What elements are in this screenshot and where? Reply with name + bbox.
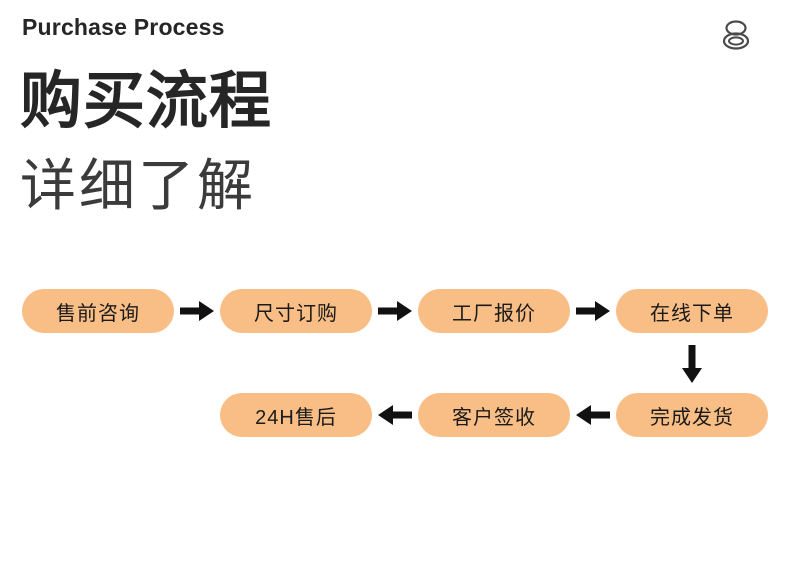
arrow-right-icon bbox=[372, 289, 418, 333]
hero-subheadline: 详细了解 bbox=[20, 154, 256, 217]
flow-step-size-order[interactable]: 尺寸订购 bbox=[220, 289, 372, 333]
flow-row-2: 24H售后 客户签收 完成发货 bbox=[0, 392, 790, 438]
arrow-down-icon bbox=[616, 336, 768, 392]
arrow-right-icon bbox=[570, 289, 616, 333]
arrow-left-icon bbox=[372, 393, 418, 437]
arrow-left-icon bbox=[570, 393, 616, 437]
flow-row-1: 售前咨询 尺寸订购 工厂报价 bbox=[0, 288, 790, 334]
stacked-rings-icon bbox=[720, 17, 754, 53]
flow-step-presale-consult[interactable]: 售前咨询 bbox=[22, 289, 174, 333]
header: Purchase Process bbox=[22, 12, 770, 52]
flow-step-shipment-complete[interactable]: 完成发货 bbox=[616, 393, 768, 437]
flow-step-factory-quote[interactable]: 工厂报价 bbox=[418, 289, 570, 333]
page-title: Purchase Process bbox=[22, 14, 225, 40]
flow-step-24h-aftersales[interactable]: 24H售后 bbox=[220, 393, 372, 437]
process-flow: 售前咨询 尺寸订购 工厂报价 bbox=[0, 288, 790, 438]
flow-step-online-order[interactable]: 在线下单 bbox=[616, 289, 768, 333]
flow-step-customer-signoff[interactable]: 客户签收 bbox=[418, 393, 570, 437]
hero-headline: 购买流程 bbox=[20, 67, 273, 136]
arrow-right-icon bbox=[174, 289, 220, 333]
